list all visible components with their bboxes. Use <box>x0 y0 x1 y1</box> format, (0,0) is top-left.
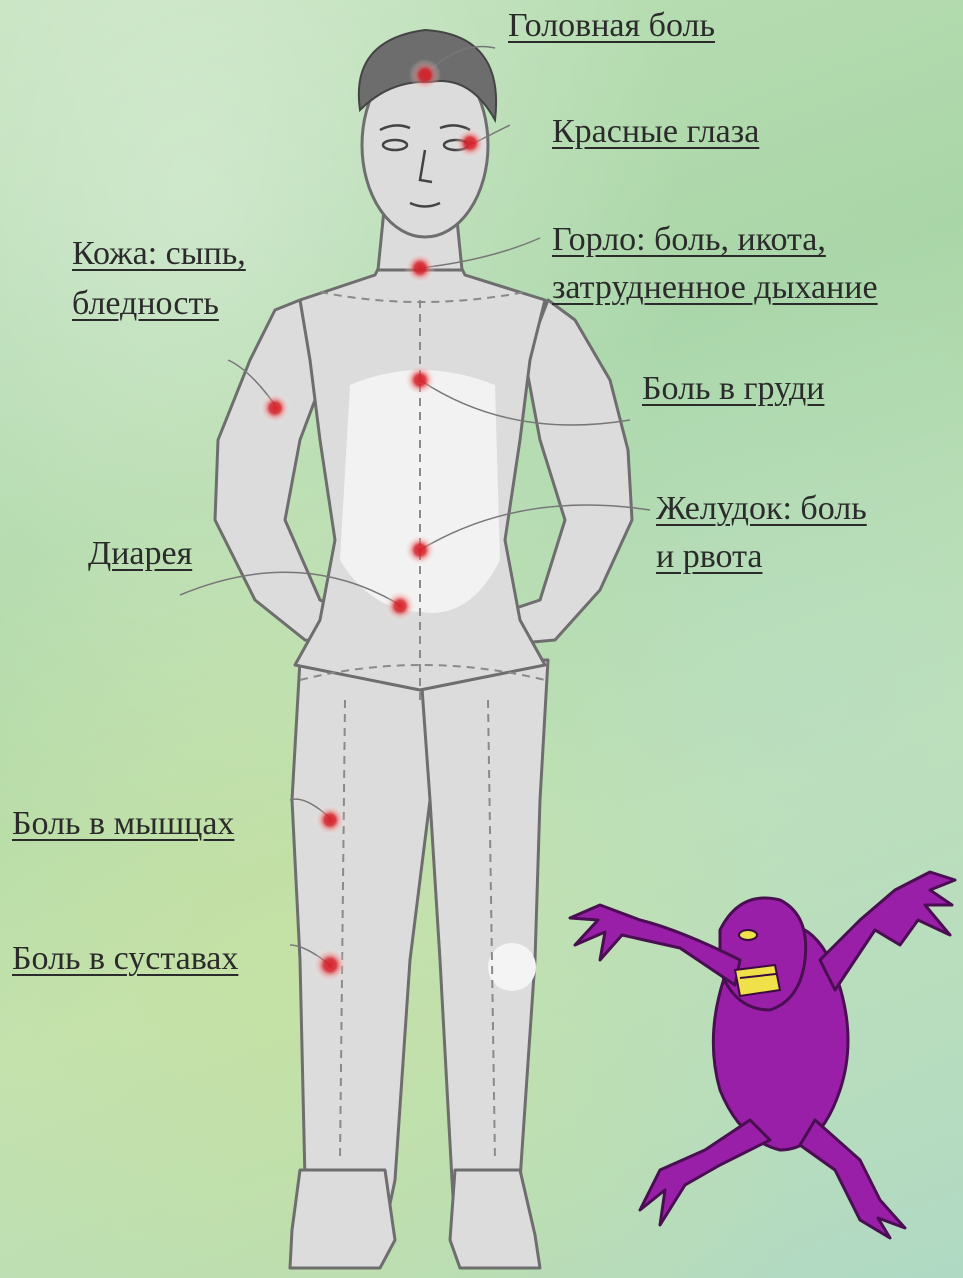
creature-eye <box>739 930 757 940</box>
joint-pain-label[interactable]: Боль в суставах <box>12 935 238 983</box>
creature-left-leg <box>640 1120 770 1225</box>
skin-label-line2[interactable]: бледность <box>72 280 219 328</box>
red-eyes-label[interactable]: Красные глаза <box>552 108 759 156</box>
creature-mouth <box>735 965 780 996</box>
chest-pain-label[interactable]: Боль в груди <box>642 365 824 413</box>
skin-label-line1[interactable]: Кожа: сыпь, <box>72 230 246 278</box>
creature-right-leg <box>800 1120 905 1238</box>
stomach-label-line2[interactable]: и рвота <box>656 533 762 581</box>
muscle-pain-label[interactable]: Боль в мышцах <box>12 800 234 848</box>
creature-right-arm <box>820 872 955 990</box>
diarrhea-label[interactable]: Диарея <box>88 530 192 578</box>
creature-left-arm <box>570 905 740 985</box>
headache-label[interactable]: Головная боль <box>508 2 715 50</box>
stomach-label-line1[interactable]: Желудок: боль <box>656 485 867 533</box>
throat-label-line2[interactable]: затрудненное дыхание <box>552 264 878 312</box>
throat-label-line1[interactable]: Горло: боль, икота, <box>552 216 826 264</box>
